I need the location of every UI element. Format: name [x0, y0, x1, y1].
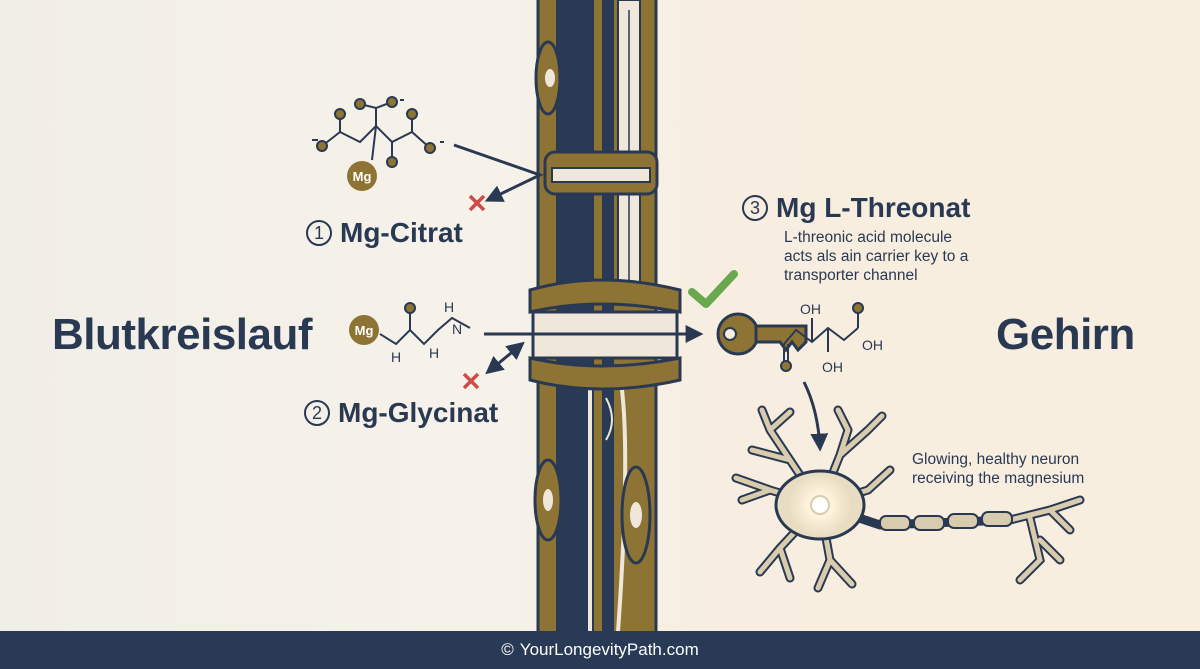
glycinate-h-label-3: H — [444, 299, 454, 315]
number-badge-2: 2 — [304, 400, 330, 426]
compound-name-citrate: Mg-Citrat — [340, 217, 463, 248]
success-check-icon — [688, 270, 738, 308]
mg-ion-citrate — [347, 161, 377, 191]
threonate-description: L-threonic acid molecule acts als ain ca… — [784, 229, 969, 284]
number-badge-1: 1 — [306, 220, 332, 246]
citrate-blocked-x-icon — [468, 194, 486, 212]
compound-name-glycinate: Mg-Glycinat — [338, 397, 499, 428]
glycinate-blocked-arrow — [462, 341, 525, 390]
compound-name-threonate: Mg L-Threonat — [776, 192, 971, 223]
number-badge-3: 3 — [742, 195, 768, 221]
blood-stream-label: Blutkreislauf — [52, 310, 313, 359]
glycinate-h-label-2: H — [429, 345, 439, 361]
mg-ion-label-citrate: Mg — [353, 169, 372, 184]
glycinate-h-label-1: H — [391, 349, 401, 365]
brain-label: Gehirn — [996, 310, 1135, 359]
threonate-oh-label-2: OH — [822, 359, 843, 375]
threonate-oh-label-3: OH — [862, 337, 883, 353]
mg-ion-label-glycinate: Mg — [355, 323, 374, 338]
blood-brain-barrier — [528, 0, 682, 633]
compound-label-citrate: 1 Mg-Citrat — [306, 217, 463, 249]
mg-glycinate-molecule — [379, 302, 471, 346]
copyright-icon: © — [501, 640, 514, 659]
footer-bar: © YourLongevityPath.com — [0, 631, 1200, 669]
compound-label-threonate: 3 Mg L-Threonat — [742, 192, 970, 224]
neuron-description: Glowing, healthy neuron receiving the ma… — [912, 451, 1085, 487]
to-neuron-arrow — [802, 381, 829, 452]
mg-citrate-molecule — [312, 96, 444, 168]
citrate-blocked-arrow — [453, 143, 544, 212]
glycinate-n-label: N — [452, 321, 462, 337]
mg-ion-glycinate — [349, 315, 379, 345]
footer-text: YourLongevityPath.com — [519, 640, 699, 659]
neuron-illustration — [731, 405, 1085, 593]
l-threonate-molecule — [780, 302, 864, 372]
threonate-oh-label-1: OH — [800, 301, 821, 317]
compound-label-glycinate: 2 Mg-Glycinat — [304, 397, 498, 429]
glycinate-blocked-x-icon — [462, 372, 480, 390]
